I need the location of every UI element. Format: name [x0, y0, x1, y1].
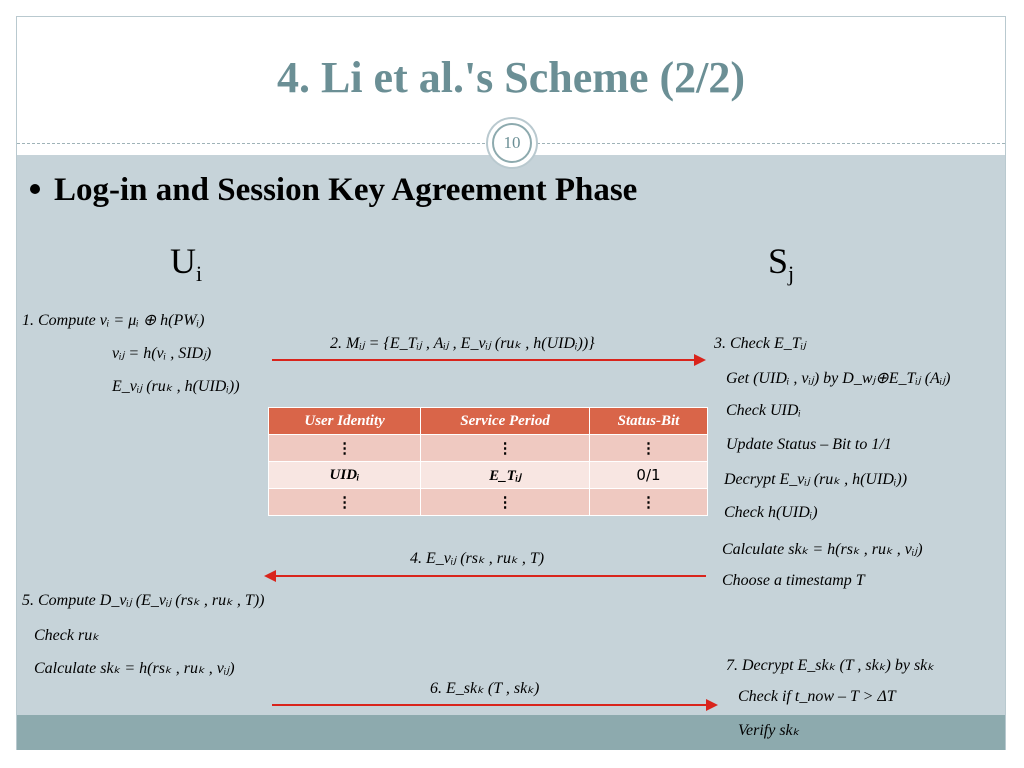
table-cell: E_Tᵢⱼ	[420, 461, 590, 489]
arrow-right-message-2	[272, 354, 706, 366]
message-2: 2. Mᵢⱼ = {E_Tᵢⱼ , Aᵢⱼ , E_vᵢⱼ (ruₖ , h(U…	[330, 335, 595, 352]
header-service-period: Service Period	[420, 407, 590, 435]
arrow-left-message-4	[264, 570, 706, 582]
message-4: 4. E_vᵢⱼ (rsₖ , ruₖ , T)	[410, 550, 545, 567]
table-cell: ⋮	[420, 434, 590, 462]
server-step7-line3: Verify skₖ	[738, 722, 800, 739]
page-number-badge: 10	[486, 117, 538, 169]
user-step5-line3: Calculate skₖ = h(rsₖ , ruₖ , vᵢⱼ)	[34, 660, 235, 677]
footer-band	[17, 715, 1005, 750]
server-step3-line6: Check h(UIDᵢ)	[724, 504, 818, 521]
table-cell: ⋮	[588, 434, 709, 462]
table-cell: 0/1	[588, 461, 709, 489]
server-step3-line8: Choose a timestamp T	[722, 572, 865, 589]
message-6: 6. E_skₖ (T , skₖ)	[430, 680, 540, 697]
server-step7-line1: 7. Decrypt E_skₖ (T , skₖ) by skₖ	[726, 657, 935, 674]
server-step3-line1: 3. Check E_Tᵢⱼ	[714, 335, 806, 352]
user-step5-line1: 5. Compute D_vᵢⱼ (E_vᵢⱼ (rsₖ , ruₖ , T))	[22, 592, 265, 609]
user-step1-line1: 1. Compute vᵢ = μᵢ ⊕ h(PWᵢ)	[22, 312, 205, 329]
table-header-row: User Identity Service Period Status-Bit	[267, 407, 709, 435]
user-step1-line2: vᵢⱼ = h(vᵢ , SIDⱼ)	[112, 345, 212, 362]
table-cell: ⋮	[267, 434, 422, 462]
page-number: 10	[492, 123, 532, 163]
table-row: ⋮ ⋮ ⋮	[267, 488, 709, 516]
party-server: Sj	[768, 241, 795, 287]
user-step1-line3: E_vᵢⱼ (ruₖ , h(UIDᵢ))	[112, 378, 240, 395]
slide-title: 4. Li et al.'s Scheme (2/2)	[276, 53, 746, 102]
user-identity-table: User Identity Service Period Status-Bit …	[267, 407, 709, 516]
arrow-right-message-6	[272, 699, 718, 711]
server-step7-line2: Check if t_now – T > ΔT	[738, 688, 896, 705]
table-cell: ⋮	[420, 488, 590, 516]
table-cell: ⋮	[588, 488, 709, 516]
table-cell: ⋮	[267, 488, 422, 516]
server-step3-line4: Update Status – Bit to 1/1	[726, 436, 892, 453]
server-step3-line5: Decrypt E_vᵢⱼ (ruₖ , h(UIDᵢ))	[724, 471, 908, 488]
header-status-bit: Status-Bit	[588, 407, 709, 435]
table-cell: UIDᵢ	[267, 461, 422, 489]
party-user: Ui	[170, 241, 203, 287]
server-step3-line2: Get (UIDᵢ , vᵢⱼ) by D_wⱼ⊕E_Tᵢⱼ (Aᵢⱼ)	[726, 370, 951, 387]
table-row: UIDᵢ E_Tᵢⱼ 0/1	[267, 461, 709, 489]
bullet-text: Log-in and Session Key Agreement Phase	[54, 172, 638, 208]
header-user-identity: User Identity	[267, 407, 422, 435]
server-step3-line7: Calculate skₖ = h(rsₖ , ruₖ , vᵢⱼ)	[722, 541, 923, 558]
bullet-heading: Log-in and Session Key Agreement Phase	[30, 172, 637, 209]
user-step5-line2: Check ruₖ	[34, 627, 100, 644]
server-step3-line3: Check UIDᵢ	[726, 402, 801, 419]
table-row: ⋮ ⋮ ⋮	[267, 434, 709, 462]
bullet-dot-icon	[30, 184, 40, 195]
